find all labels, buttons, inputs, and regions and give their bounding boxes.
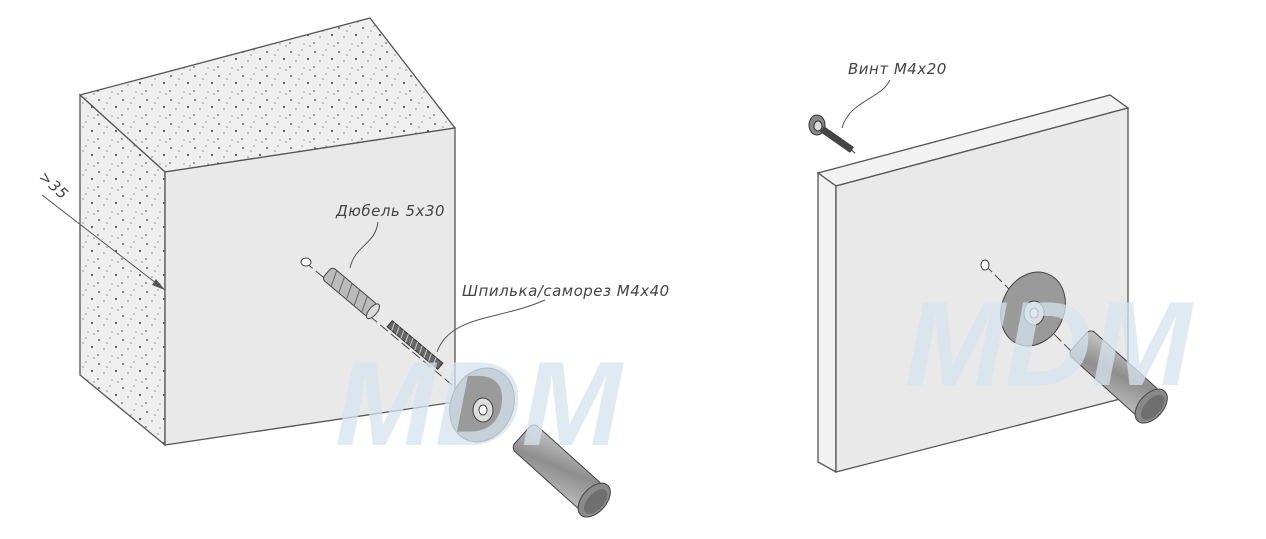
holder-cylinder (512, 424, 611, 518)
stud-screw (386, 320, 444, 370)
screw-label: Винт М4х20 (848, 60, 947, 78)
dowel-label: Дюбель 5х30 (335, 202, 445, 220)
wood-panel (816, 94, 1130, 474)
left-hardware (300, 257, 611, 518)
stud-callout: Шпилька/саморез М4х40 (436, 282, 670, 353)
concrete-block (78, 17, 457, 447)
dowel (323, 267, 381, 320)
watermark-left: MDM (335, 337, 625, 471)
panel-side-edge (817, 171, 837, 474)
dowel-callout: Дюбель 5х30 (335, 202, 445, 269)
holder-cylinder (1069, 330, 1168, 424)
watermark-right: MDM (905, 277, 1195, 411)
screw-callout: Винт М4х20 (841, 60, 947, 129)
drill-hole (300, 257, 312, 267)
washer (449, 367, 515, 443)
screw-m4x20 (808, 114, 857, 155)
dimension-label: >35 (35, 168, 72, 204)
stud-label: Шпилька/саморез М4х40 (462, 282, 670, 300)
right-hardware (808, 114, 1168, 424)
washer (1000, 271, 1066, 347)
